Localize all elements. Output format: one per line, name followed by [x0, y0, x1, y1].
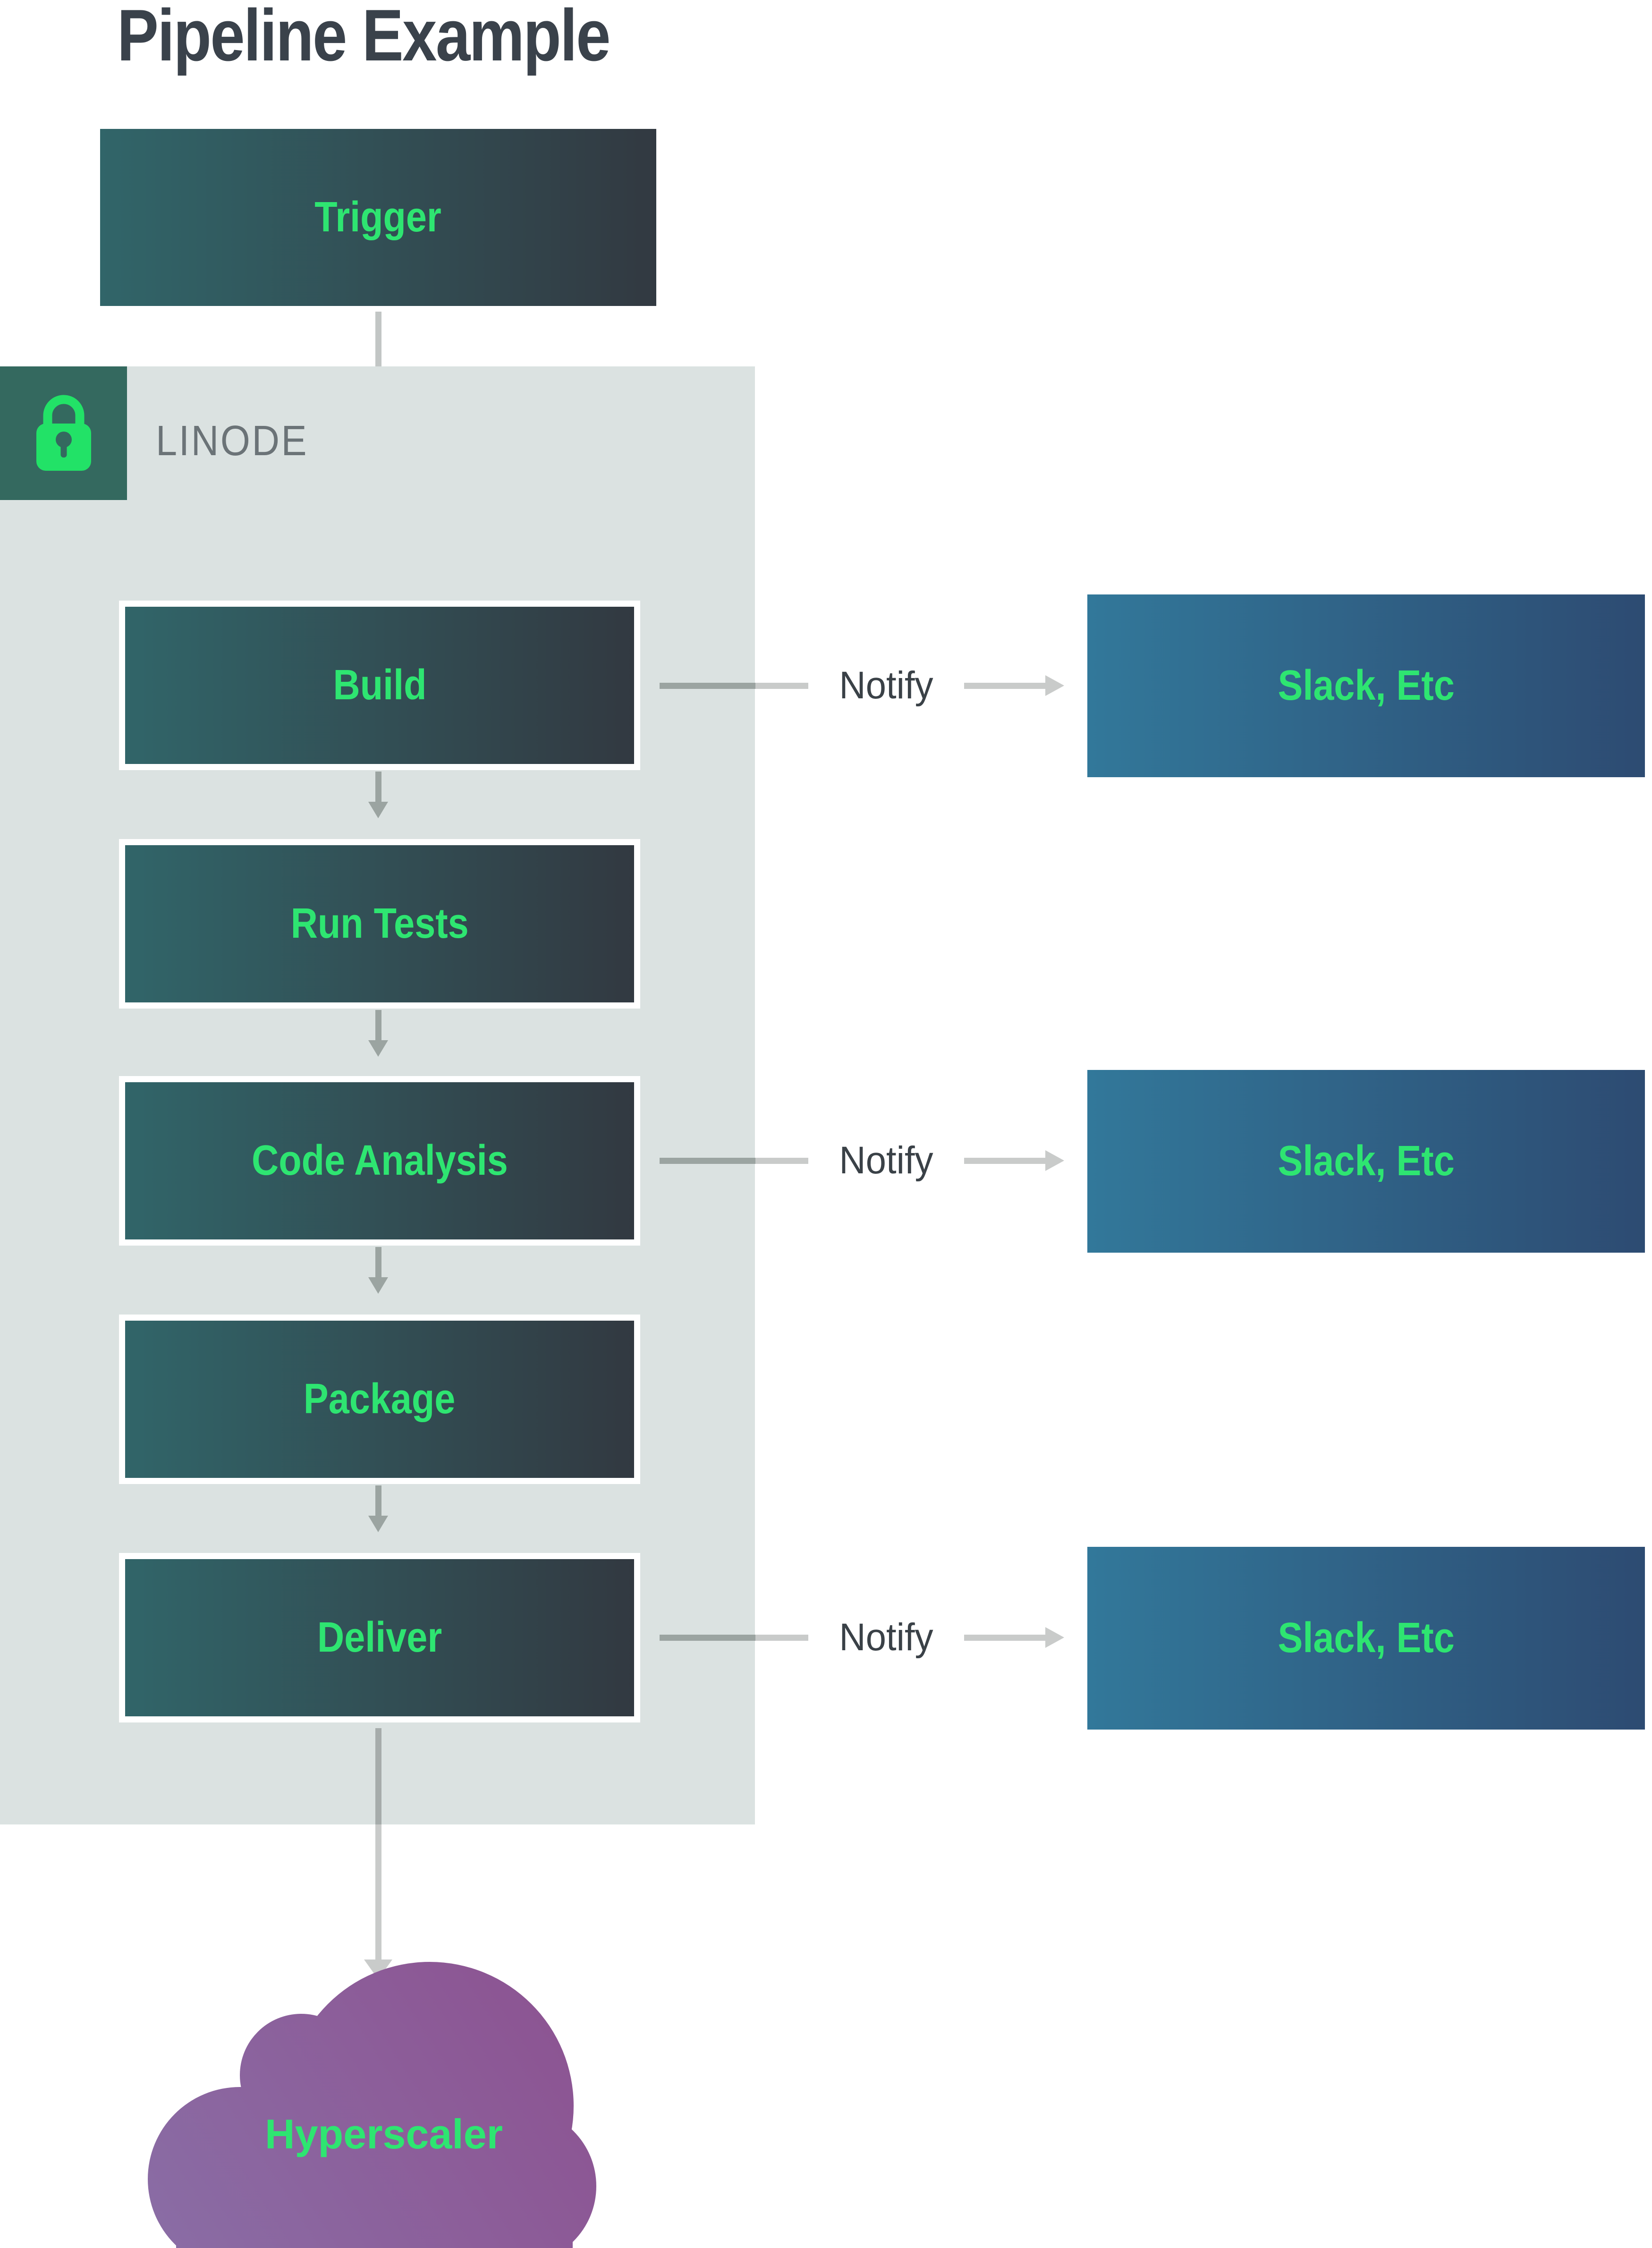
stage-inner: Package — [125, 1321, 634, 1478]
notify-label: Notify — [839, 1139, 933, 1182]
stage-box-build: Build — [119, 601, 640, 770]
lock-icon — [36, 395, 91, 471]
notify-arrow-head — [1045, 675, 1064, 696]
linode-label: LINODE — [156, 417, 309, 465]
arrow-head — [368, 1277, 388, 1294]
notify-arrow-line — [964, 1635, 1045, 1641]
arrow-line — [375, 1010, 381, 1040]
notification-box-slack: Slack, Etc — [1087, 1070, 1645, 1253]
slack-label: Slack, Etc — [1278, 1614, 1455, 1662]
notify-arrow-head — [1045, 1627, 1064, 1648]
stage-box-code-analysis: Code Analysis — [119, 1076, 640, 1246]
stage-label: Build — [333, 662, 426, 709]
arrow-head — [368, 1040, 388, 1057]
notify-label: Notify — [839, 664, 933, 707]
stage-label: Package — [304, 1375, 456, 1423]
arrow-head — [368, 802, 388, 818]
notify-arrow-line — [964, 683, 1045, 689]
notify-arrow-line — [964, 1158, 1045, 1164]
notify-connector-line — [755, 1635, 808, 1641]
slack-label: Slack, Etc — [1278, 1137, 1455, 1185]
stage-inner: Build — [125, 607, 634, 764]
notify-label: Notify — [839, 1616, 933, 1659]
arrow-down-build-to-run-tests — [368, 772, 388, 818]
trigger-label: Trigger — [314, 194, 442, 241]
arrow-line — [375, 772, 381, 802]
hyperscaler-label: Hyperscaler — [265, 2111, 503, 2157]
notify-connector-line — [660, 1158, 755, 1164]
notify-connector-line — [755, 1158, 808, 1164]
arrow-down-code-analysis-to-package — [368, 1247, 388, 1294]
stage-label: Deliver — [317, 1614, 442, 1661]
notify-connector-line — [660, 683, 755, 689]
hyperscaler-cloud — [148, 1962, 596, 2248]
notify-connector-line — [660, 1635, 755, 1641]
notify-connector-line — [755, 683, 808, 689]
stage-label: Code Analysis — [251, 1137, 508, 1184]
stage-box-run-tests: Run Tests — [119, 839, 640, 1009]
notify-arrow-head — [1045, 1150, 1064, 1171]
linode-badge — [0, 366, 127, 500]
arrow-down-run-tests-to-code-analysis — [368, 1010, 388, 1057]
stage-inner: Deliver — [125, 1559, 634, 1716]
notification-box-slack: Slack, Etc — [1087, 594, 1645, 777]
trigger-box: Trigger — [100, 129, 656, 306]
arrow-head — [368, 1516, 388, 1532]
slack-label: Slack, Etc — [1278, 662, 1455, 709]
stage-box-deliver: Deliver — [119, 1553, 640, 1722]
notification-box-slack: Slack, Etc — [1087, 1547, 1645, 1730]
page-title: Pipeline Example — [117, 0, 610, 76]
arrow-down-deliver-to-hyperscaler — [364, 1728, 392, 1979]
arrow-line — [375, 1728, 381, 1960]
stage-inner: Code Analysis — [125, 1082, 634, 1239]
cloud-shape — [148, 1962, 596, 2248]
stage-box-package: Package — [119, 1315, 640, 1484]
arrow-down-package-to-deliver — [368, 1485, 388, 1532]
arrow-line — [375, 1247, 381, 1277]
stage-inner: Run Tests — [125, 845, 634, 1002]
stage-label: Run Tests — [290, 900, 469, 947]
arrow-line — [375, 1485, 381, 1516]
